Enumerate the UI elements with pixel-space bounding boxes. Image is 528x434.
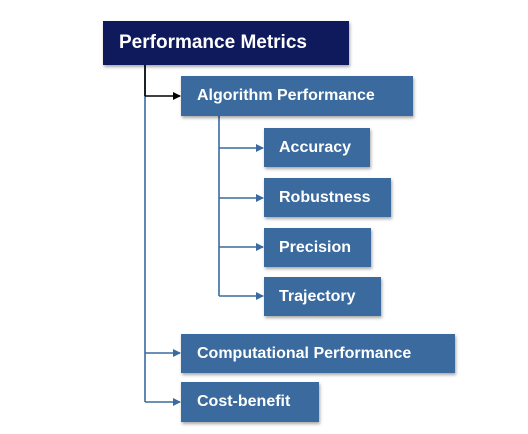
node-precision: Precision — [264, 228, 371, 267]
node-label: Trajectory — [279, 287, 356, 305]
node-label: Robustness — [279, 188, 371, 206]
node-label: Precision — [279, 238, 352, 256]
node-cost-benefit: Cost-benefit — [181, 382, 319, 422]
node-label: Computational Performance — [197, 344, 412, 362]
node-algorithm-performance: Algorithm Performance — [181, 76, 413, 116]
node-trajectory: Trajectory — [264, 277, 381, 316]
node-label: Algorithm Performance — [197, 87, 375, 104]
node-label: Accuracy — [279, 138, 352, 156]
node-computational-performance: Computational Performance — [181, 334, 455, 373]
node-label: Performance Metrics — [119, 32, 307, 53]
node-performance-metrics: Performance Metrics — [103, 21, 349, 65]
node-label: Cost-benefit — [197, 393, 291, 410]
node-robustness: Robustness — [264, 178, 391, 217]
node-accuracy: Accuracy — [264, 128, 370, 167]
